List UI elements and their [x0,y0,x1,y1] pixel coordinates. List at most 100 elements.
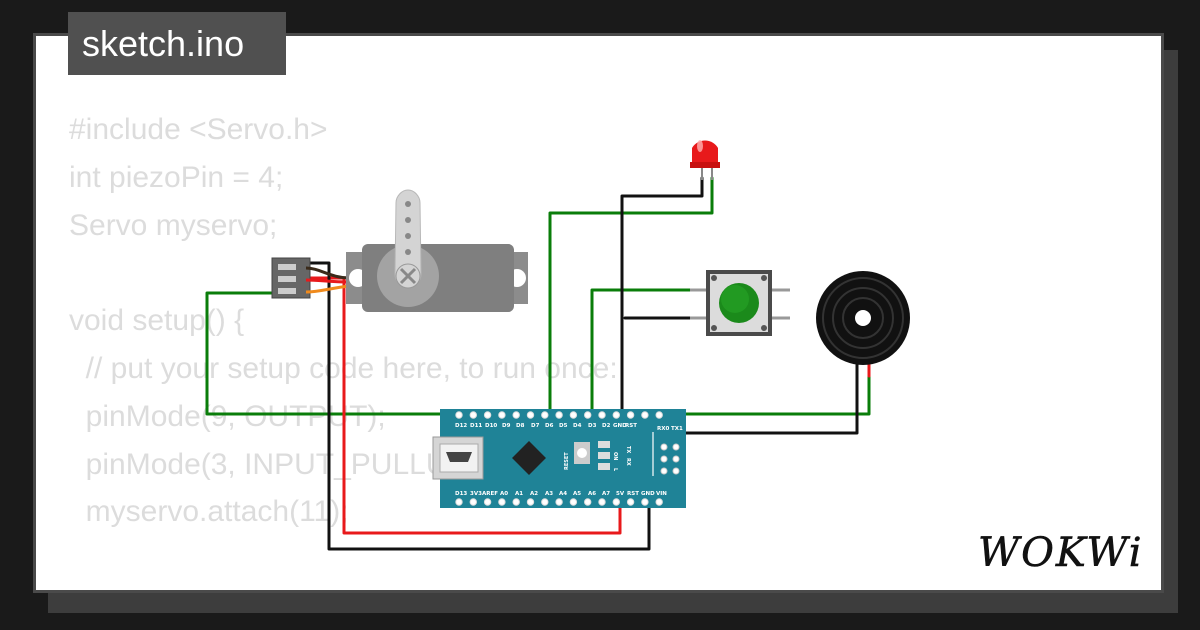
servo-motor[interactable] [271,189,528,312]
header-pin[interactable] [512,411,520,419]
red-led[interactable] [690,140,720,180]
reset-button[interactable] [574,442,590,464]
header-pin[interactable] [498,411,506,419]
pin-label: A4 [559,491,567,497]
pin-label: GND [613,423,627,429]
pin-label: A0 [500,491,508,497]
code-line: Servo myservo; [69,208,278,242]
header-pin[interactable] [526,411,535,419]
brand-logo-text: WOKWi [978,530,1144,576]
header-pin[interactable] [512,498,520,506]
pin-label: A5 [573,491,581,497]
servo-cable [305,266,351,280]
header-pin[interactable] [555,498,563,506]
header-pin[interactable] [612,411,620,419]
code-line: myservo.attach(11); [69,495,349,529]
header-pin[interactable] [655,498,663,506]
pin-label: RX0 [657,426,669,432]
pin-label: A3 [545,491,553,497]
wire-button-signal[interactable] [590,288,710,424]
wire-led-ground[interactable] [620,176,704,435]
icsp-header [660,443,680,475]
arduino-nano[interactable]: D12 D11 D10 D9 D8 D7 D6 D5 D4 D3 D2 GND … [432,409,686,508]
filename-tab[interactable]: sketch.ino [68,12,286,75]
pin-label: D13 [455,491,467,497]
code-line: #include <Servo.h> [69,113,328,146]
wire-led-signal[interactable] [548,176,714,424]
pin-label: D2 [602,423,611,429]
header-pin[interactable] [612,498,620,506]
icsp-pin [672,455,680,463]
header-pin[interactable] [555,411,563,419]
pin-label: D6 [545,423,554,429]
pin-label: D9 [502,423,511,429]
code-line: // put your setup code here, to run once… [69,351,618,385]
pin-label: D7 [531,423,540,429]
pin-label: GND [641,491,655,497]
led-label: L [612,468,618,472]
header-pin[interactable] [598,498,606,506]
pin-label: D4 [573,423,582,429]
pin-label: A6 [588,491,596,497]
sketch-preview-card: #include <Servo.h> int piezoPin = 4; Ser… [33,33,1164,593]
pin-label: 5V [616,491,625,497]
header-pin[interactable] [498,498,506,506]
wire-servo-power[interactable] [288,276,622,535]
pin-label: AREF [482,491,498,497]
pin-label: RX [625,458,631,466]
pin-label: A1 [515,491,523,497]
header-pin[interactable] [626,498,635,506]
code-line: int piezoPin = 4; [69,160,284,194]
header-pin[interactable] [598,411,606,419]
header-pin[interactable] [541,411,549,419]
header-pin[interactable] [455,411,463,419]
mcu-chip [512,441,546,475]
header-pin[interactable] [655,411,663,419]
header-pin[interactable] [526,498,535,506]
pin-label: TX1 [671,426,683,432]
header-pin[interactable] [626,411,635,419]
pin-label: D10 [485,423,497,429]
header-pin[interactable] [641,411,649,419]
pin-label: A2 [530,491,538,497]
header-pin[interactable] [584,498,592,506]
bottom-pin-header [455,498,663,506]
piezo-buzzer[interactable] [816,271,910,365]
header-pin[interactable] [455,498,463,506]
pin-label: A7 [602,491,610,497]
header-pin[interactable] [641,498,649,506]
header-pin[interactable] [483,498,492,506]
wire-servo-ground[interactable] [288,261,651,551]
header-pin[interactable] [469,498,477,506]
icsp-pin [660,455,668,463]
header-pin[interactable] [569,498,578,506]
pin-label: D3 [588,423,597,429]
wire-servo-signal[interactable] [205,291,503,424]
header-pin[interactable] [469,411,477,419]
pin-label: D12 [455,423,467,429]
header-pin[interactable] [541,498,549,506]
pushbutton[interactable] [690,270,790,336]
pin-label: 3V3 [470,491,482,497]
pin-label: RST [625,423,637,429]
reset-label: RESET [564,452,570,470]
header-pin[interactable] [569,411,578,419]
top-pin-header [455,411,663,419]
code-line: pinMode(9, OUTPUT); [69,399,386,433]
pin-label: VIN [656,491,667,497]
icsp-pin [660,467,668,475]
pin-label: D8 [516,423,525,429]
header-pin[interactable] [483,411,492,419]
icsp-pin [672,467,680,475]
wire-buzzer-ground[interactable] [620,362,859,435]
code-line: void setup() { [69,304,245,338]
header-pin[interactable] [584,411,592,419]
icsp-pin [672,443,680,451]
pin-label: D11 [470,423,482,429]
code-background: #include <Servo.h> int piezoPin = 4; Ser… [69,106,618,590]
pin-label: RST [627,491,639,497]
usb-port [432,436,484,480]
pin-label: TX [625,446,631,453]
icsp-pin [660,443,668,451]
